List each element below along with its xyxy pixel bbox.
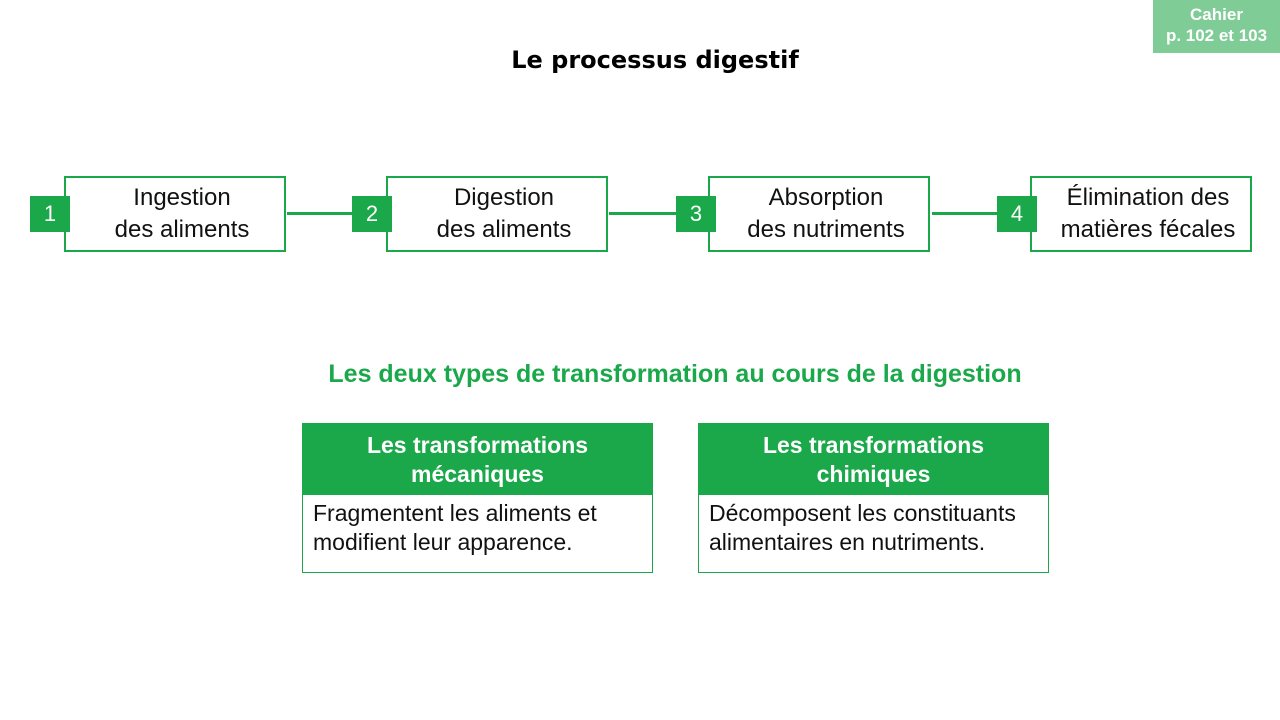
step-box-elimination: Élimination des matières fécales [1030,176,1252,252]
card-chemical: Les transformations chimiques Décomposen… [698,423,1049,573]
connector-2-3 [609,212,677,215]
cahier-label: Cahier [1190,5,1243,24]
step-label-line1: Élimination des [1066,184,1230,211]
card-header-line2: mécaniques [411,461,544,487]
card-body-line1: Fragmentent les aliments et [313,500,597,526]
step-label-line2: des aliments [436,216,572,243]
step-number-4: 4 [997,196,1037,232]
step-label-line2: matières fécales [1060,216,1236,243]
card-body-line1: Décomposent les constituants [709,500,1016,526]
cahier-badge: Cahier p. 102 et 103 [1153,0,1280,53]
step-label-line1: Ingestion [133,184,231,211]
step-box-absorption: Absorption des nutriments [708,176,930,252]
cahier-pages: p. 102 et 103 [1165,26,1268,45]
card-header-line1: Les transformations [366,432,589,458]
step-label-line2: des nutriments [747,216,905,243]
step-number-3: 3 [676,196,716,232]
step-label-line1: Digestion [453,184,555,211]
page-title: Le processus digestif [511,46,799,74]
card-mechanical: Les transformations mécaniques Fragmente… [302,423,653,573]
step-box-digestion: Digestion des aliments [386,176,608,252]
connector-1-2 [287,212,353,215]
card-body-line2: modifient leur apparence. [313,529,573,555]
card-header: Les transformations mécaniques [303,424,652,495]
step-box-ingestion: Ingestion des aliments [64,176,286,252]
section-heading: Les deux types de transformation au cour… [328,360,1022,388]
step-number-2: 2 [352,196,392,232]
card-header-line1: Les transformations [762,432,985,458]
card-body: Décomposent les constituants alimentaire… [699,495,1048,557]
step-label-line2: des aliments [114,216,250,243]
card-header-line2: chimiques [816,461,931,487]
connector-3-4 [932,212,998,215]
card-body-line2: alimentaires en nutriments. [709,529,986,555]
card-body: Fragmentent les aliments et modifient le… [303,495,652,557]
step-label-line1: Absorption [768,184,884,211]
card-header: Les transformations chimiques [699,424,1048,495]
step-number-1: 1 [30,196,70,232]
